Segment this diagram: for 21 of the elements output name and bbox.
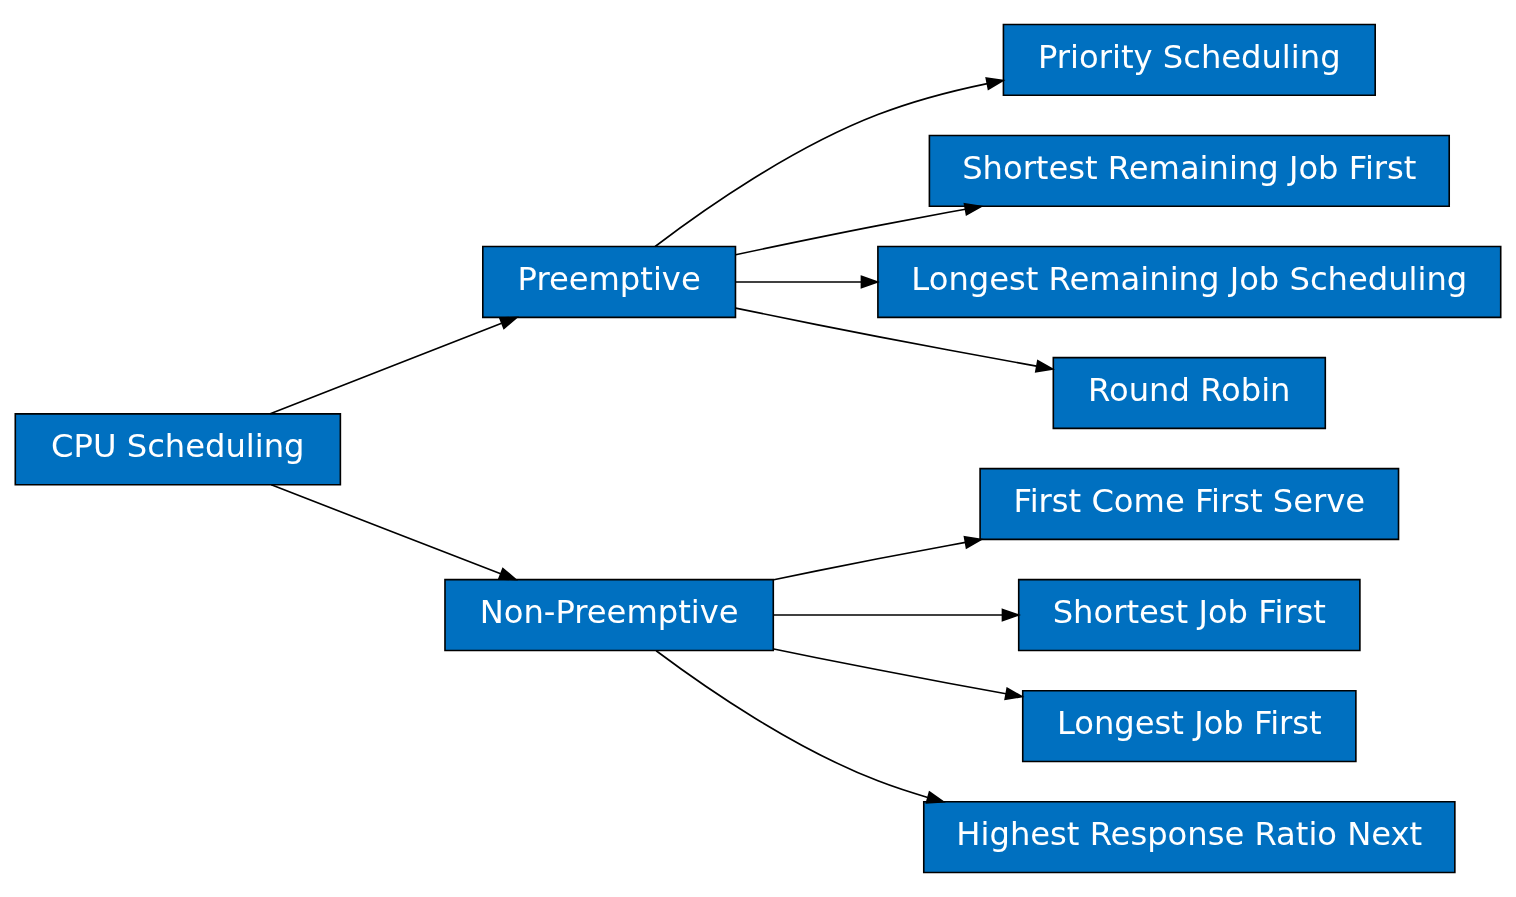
node-box: Preemptive (482, 245, 737, 319)
arrow (654, 77, 1006, 248)
node-box: Shortest Remaining Job First (928, 134, 1450, 208)
arrow (773, 648, 1025, 701)
node-box: CPU Scheduling (14, 413, 342, 486)
arrow (269, 316, 520, 415)
arrow (735, 275, 880, 289)
node-box: Highest Response Ratio Next (922, 800, 1456, 874)
node-box: Longest Job First (1021, 689, 1357, 763)
node-box: Non-Preemptive (444, 578, 775, 652)
node-box: Longest Remaining Job Scheduling (877, 245, 1502, 319)
node-box: Round Robin (1052, 356, 1327, 430)
arrow (772, 608, 1021, 622)
arrow (270, 484, 519, 581)
arrow (772, 535, 984, 581)
node-box: Priority Scheduling (1002, 23, 1376, 97)
arrow (734, 202, 984, 256)
node-box: Shortest Job First (1017, 578, 1361, 652)
node-box: First Come First Serve (979, 467, 1400, 541)
arrow (655, 649, 946, 804)
arrow (734, 307, 1055, 373)
